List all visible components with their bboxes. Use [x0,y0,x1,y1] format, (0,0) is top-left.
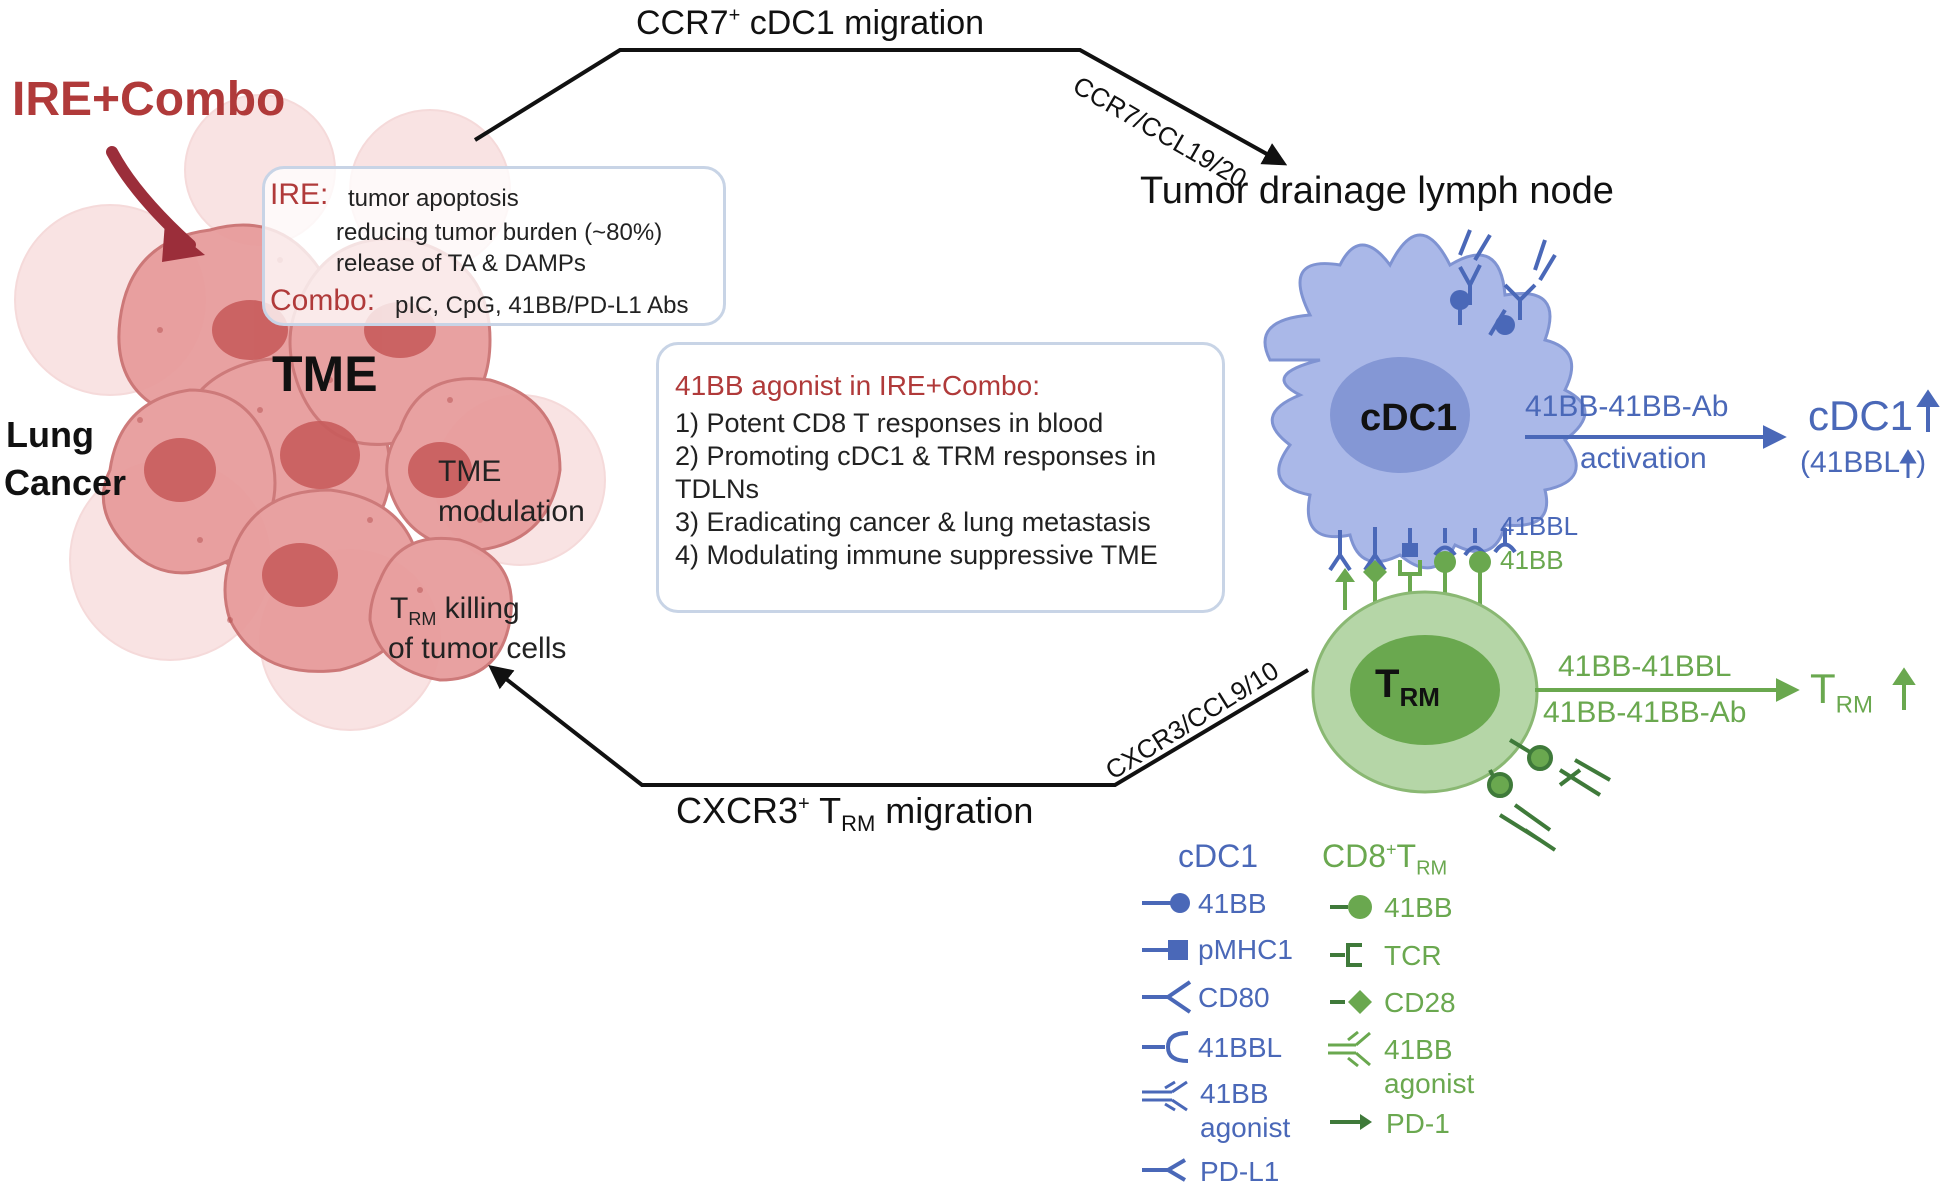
cdc1-result-label: cDC1 [1808,392,1914,439]
legend-cdc1-cd80: CD80 [1198,982,1270,1013]
trm-up-arrow [1892,667,1916,710]
trm-killing-line2: of tumor cells [388,632,567,665]
legend-icons-trm [1328,895,1372,1130]
ccr7-rest: cDC1 migration [740,4,985,42]
cdc1-arrow-top-label: 41BB-41BB-Ab [1525,390,1729,423]
cdc1-up-arrow [1916,389,1940,432]
agonist-info-box [656,342,1225,613]
cxcr3-sub: RM [841,811,876,837]
lung-cancer-label-line2: Cancer [4,462,127,503]
trm-result-sub: RM [1835,691,1873,719]
legend-icons-cdc1 [1142,893,1192,1182]
legend-trm-sub: RM [1416,857,1448,880]
legend-cdc1-agonist: 41BB [1200,1078,1269,1109]
legend-trm-pd1: PD-1 [1386,1108,1450,1139]
legend-cdc1-header: cDC1 [1178,838,1259,874]
ire-info-box [262,166,726,326]
cxcr3-text: CXCR3 [676,790,799,831]
ccr7-text: CCR7 [636,4,729,42]
legend-trm-t: T [1396,838,1417,874]
legend-cdc1-41bb: 41BB [1198,888,1267,919]
agonist-item-4: 3) Eradicating cancer & lung metastasis [675,507,1151,537]
legend-trm-cd28: CD28 [1384,987,1456,1018]
ire-label: IRE: [270,178,329,211]
cdc1-cell [1263,229,1587,570]
synapse-receptors [1328,527,1517,615]
trm-cell-sub: RM [1399,682,1440,712]
legend-trm-agonist-line2: agonist [1384,1068,1475,1099]
trm-result-label: TRM [1810,665,1873,719]
ccr7-migration-arrow [473,48,1288,166]
tme-modulation-line2: modulation [438,495,585,528]
legend-trm-agonist: 41BB [1384,1034,1453,1065]
tme-label: TME [272,346,378,402]
synapse-41bb-label: 41BB [1500,545,1564,575]
cdc1-arrow-bottom-label: activation [1580,442,1707,475]
cxcr3-migration-arrow [488,665,1310,787]
agonist-box-title: 41BB agonist in IRE+Combo: [675,370,1040,401]
trm-arrow-bottom-label: 41BB-41BB-Ab [1543,696,1747,729]
lung-cancer-label-line1: Lung [6,414,94,455]
trm-cell [1311,590,1611,852]
legend-cdc1-pmhc1: pMHC1 [1198,934,1293,965]
cxcr3-rest: migration [875,790,1034,831]
ccr7-sup: + [728,4,741,27]
trm-killing-t: T [390,592,409,625]
cxcr3-t: T [809,790,842,831]
treatment-title: IRE+Combo [12,73,286,126]
legend-trm-cd8: CD8 [1322,838,1387,874]
cdc1-cell-label: cDC1 [1360,397,1458,439]
41bbl-up-arrow [1899,449,1917,478]
trm-cell-label: TRM [1375,662,1440,713]
tme-modulation-line1: TME [438,455,502,488]
ire-item-3: release of TA & DAMPs [336,250,586,277]
cxcr3-sup: + [798,793,810,815]
agonist-item-1: 1) Potent CD8 T responses in blood [675,408,1104,438]
ccr7-migration-label: CCR7+ cDC1 migration [636,4,984,43]
legend-trm-41bb: 41BB [1384,892,1453,923]
41bbl-open: (41BBL [1800,446,1901,479]
legend-trm-header: CD8+TRM [1322,838,1447,880]
legend-cdc1-pdl1: PD-L1 [1200,1156,1280,1187]
cxcr3-migration-label: CXCR3+ TRM migration [676,790,1033,837]
combo-label: Combo: [270,284,376,317]
legend-cdc1-agonist-line2: agonist [1200,1112,1291,1143]
ire-item-1: tumor apoptosis [348,185,519,212]
legend-trm-tcr: TCR [1384,940,1442,971]
lymph-node-label: Tumor drainage lymph node [1140,170,1614,212]
cdc1-result-41bbl: (41BBL) [1800,446,1926,480]
synapse-41bbl-label: 41BBL [1500,511,1579,541]
trm-arrow-top-label: 41BB-41BBL [1558,650,1732,683]
41bbl-close: ) [1916,446,1927,479]
trm-killing-line1: TRM killing [390,592,520,630]
trm-cell-t: T [1375,662,1400,706]
trm-killing-rest: killing [436,592,520,625]
trm-result-t: T [1810,665,1836,712]
agonist-item-2: 2) Promoting cDC1 & TRM responses in [675,441,1157,471]
agonist-item-5: 4) Modulating immune suppressive TME [675,540,1158,570]
agonist-item-3: TDLNs [675,474,760,504]
ire-item-2: reducing tumor burden (~80%) [336,219,663,246]
treatment-arrow-head [162,222,205,262]
legend-cdc1-41bbl: 41BBL [1198,1032,1283,1063]
combo-text: pIC, CpG, 41BB/PD-L1 Abs [395,292,689,319]
legend-trm-sup: + [1386,839,1397,860]
trm-killing-sub: RM [408,609,437,629]
